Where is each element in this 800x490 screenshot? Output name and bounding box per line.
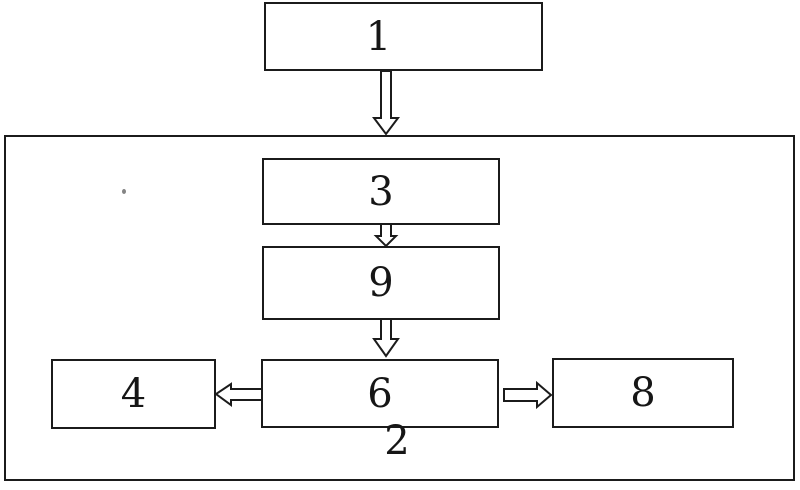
arrow-1-to-container	[372, 70, 400, 136]
diagram-box-1: 1	[264, 2, 543, 71]
diagram-box-9: 9	[262, 246, 500, 320]
box-4-label: 4	[120, 371, 147, 417]
box-9-label: 9	[368, 260, 394, 306]
diagram-container-2	[4, 135, 795, 481]
box-6-label: 6	[367, 370, 393, 417]
box-1-label: 1	[365, 13, 392, 60]
diagram-box-4: 4	[51, 359, 216, 429]
diagram-box-6: 6	[261, 359, 499, 428]
diagram-box-3: 3	[262, 158, 500, 225]
container-2-label: 2	[384, 418, 410, 464]
box-8-label: 8	[630, 370, 656, 416]
box-3-label: 3	[368, 168, 394, 215]
diagram-box-8: 8	[552, 358, 734, 428]
scan-speck	[122, 189, 126, 194]
